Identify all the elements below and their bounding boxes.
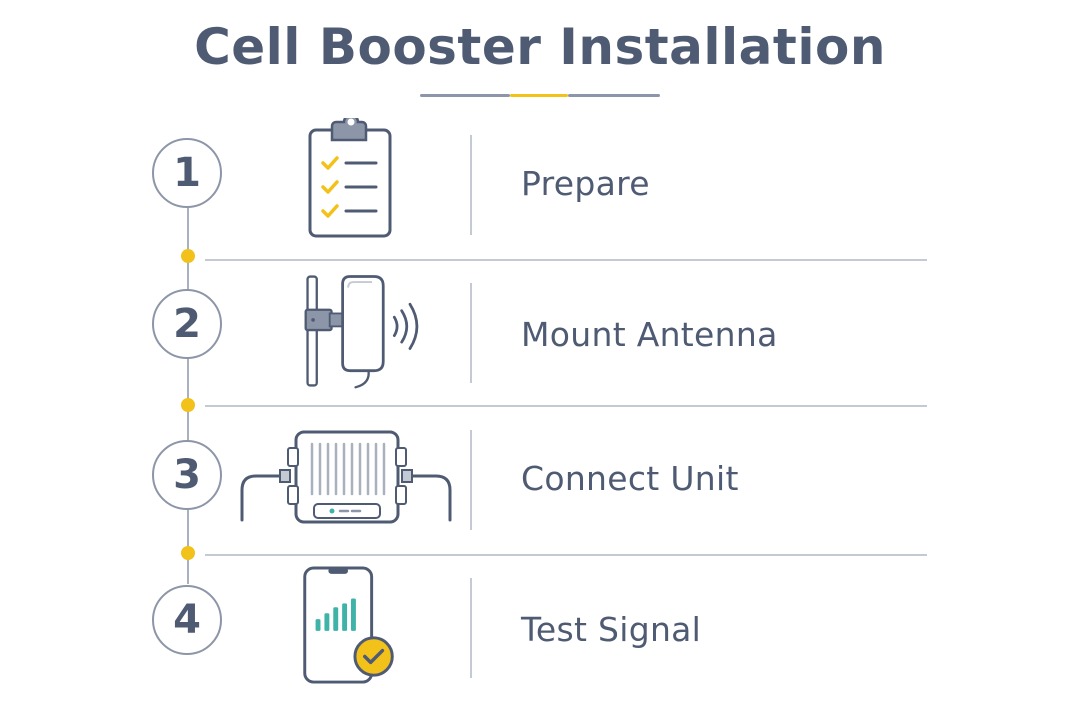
step-divider	[205, 554, 927, 556]
step-divider	[205, 259, 927, 261]
step-divider	[205, 405, 927, 407]
row-separator	[470, 430, 472, 530]
clipboard-checklist-icon	[308, 118, 392, 238]
step-number-2: 2	[152, 289, 222, 359]
timeline-dot	[181, 546, 195, 560]
step-label-mount-antenna: Mount Antenna	[521, 315, 778, 354]
title-underline-accent	[510, 94, 568, 97]
row-separator	[470, 135, 472, 235]
row-separator	[470, 283, 472, 383]
title-underline-right	[568, 94, 660, 97]
step-label-prepare: Prepare	[521, 164, 650, 203]
row-separator	[470, 578, 472, 678]
phone-signal-check-icon	[303, 566, 394, 684]
timeline-dot	[181, 249, 195, 263]
step-label-connect-unit: Connect Unit	[521, 459, 739, 498]
timeline-dot	[181, 398, 195, 412]
timeline-connector	[187, 208, 189, 584]
title-underline-left	[420, 94, 510, 97]
panel-antenna-icon	[304, 275, 419, 389]
step-number-3: 3	[152, 440, 222, 510]
booster-unit-icon	[240, 430, 452, 524]
step-number-4: 4	[152, 585, 222, 655]
page-title: Cell Booster Installation	[194, 18, 886, 76]
step-number-1: 1	[152, 138, 222, 208]
step-label-test-signal: Test Signal	[521, 610, 702, 649]
